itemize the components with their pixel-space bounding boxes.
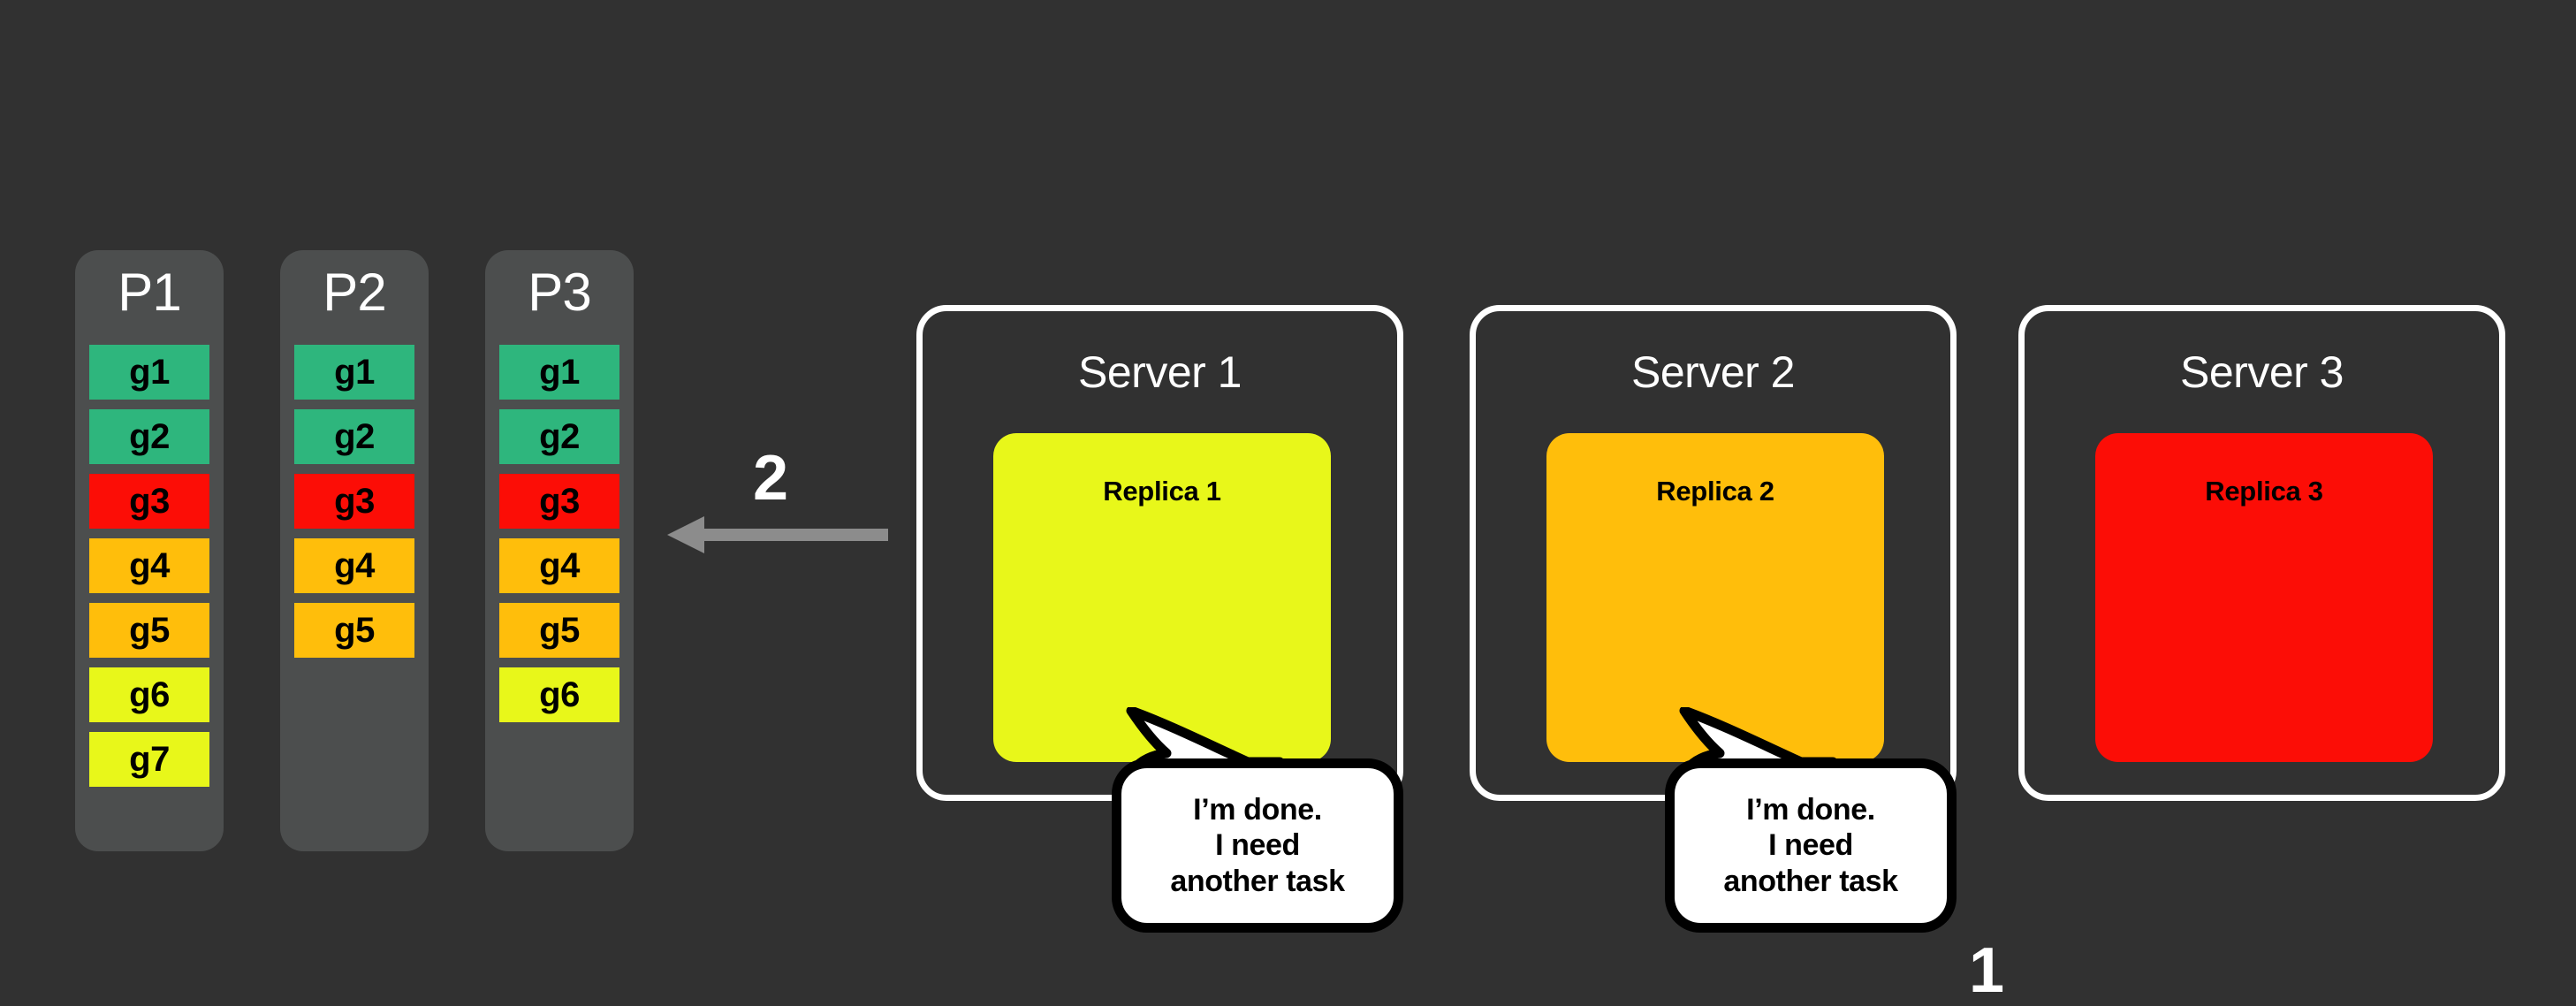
server-title-3: Server 3 <box>2180 347 2344 397</box>
group-block-label: g2 <box>334 416 375 456</box>
group-block-label: g4 <box>129 545 170 585</box>
group-block[interactable]: g3 <box>294 474 414 529</box>
partition-blocks-p2: g1 g2 g3 g4 g5 <box>294 345 414 667</box>
partition-title-p1: P1 <box>118 263 181 322</box>
replica-label-1: Replica 1 <box>1103 476 1221 507</box>
group-block-label: g4 <box>334 545 375 585</box>
speech-bubble-2[interactable]: I’m done. I need another task <box>1665 707 1957 933</box>
left-arrow-icon <box>667 516 888 553</box>
group-block[interactable]: g3 <box>89 474 209 529</box>
group-block-label: g2 <box>129 416 170 456</box>
speech-bubble-1[interactable]: I’m done. I need another task <box>1112 707 1403 933</box>
group-block[interactable]: g3 <box>499 474 619 529</box>
replica-label-3: Replica 3 <box>2205 476 2323 507</box>
step-number-2: 2 <box>753 443 789 514</box>
replica-label-2: Replica 2 <box>1656 476 1774 507</box>
group-block[interactable]: g1 <box>294 345 414 400</box>
partition-card-p2[interactable]: P2 g1 g2 g3 g4 g5 <box>280 250 429 851</box>
server-title-2: Server 2 <box>1631 347 1795 397</box>
group-block[interactable]: g2 <box>499 409 619 464</box>
group-block-label: g3 <box>334 481 375 521</box>
group-block[interactable]: g5 <box>499 603 619 658</box>
group-block[interactable]: g4 <box>499 538 619 593</box>
group-block-label: g2 <box>539 416 580 456</box>
group-block[interactable]: g1 <box>89 345 209 400</box>
group-block-label: g3 <box>129 481 170 521</box>
bubble-line: I need <box>1215 828 1300 863</box>
assignment-arrow <box>667 513 888 557</box>
replica-box-3[interactable]: Replica 3 <box>2095 433 2433 762</box>
bubble-line: another task <box>1170 864 1345 898</box>
group-block-label: g6 <box>539 674 580 714</box>
partition-blocks-p1: g1 g2 g3 g4 g5 g6 g7 <box>89 345 209 796</box>
group-block[interactable]: g5 <box>89 603 209 658</box>
speech-bubble-body-2: I’m done. I need another task <box>1665 758 1957 933</box>
group-block-label: g3 <box>539 481 580 521</box>
bubble-line: I’m done. <box>1746 793 1875 827</box>
group-block-label: g1 <box>539 352 580 392</box>
group-block[interactable]: g1 <box>499 345 619 400</box>
bubble-line: another task <box>1723 864 1898 898</box>
group-block-label: g1 <box>334 352 375 392</box>
group-block-label: g4 <box>539 545 580 585</box>
group-block-label: g7 <box>129 739 170 779</box>
group-block[interactable]: g4 <box>89 538 209 593</box>
group-block-label: g6 <box>129 674 170 714</box>
group-block[interactable]: g2 <box>89 409 209 464</box>
group-block[interactable]: g5 <box>294 603 414 658</box>
partition-title-p2: P2 <box>323 263 386 322</box>
step-number-1: 1 <box>1969 935 2005 1006</box>
group-block-label: g5 <box>539 610 580 650</box>
speech-bubble-body-1: I’m done. I need another task <box>1112 758 1403 933</box>
partition-blocks-p3: g1 g2 g3 g4 g5 g6 <box>499 345 619 732</box>
partition-card-p3[interactable]: P3 g1 g2 g3 g4 g5 g6 <box>485 250 634 851</box>
group-block[interactable]: g6 <box>89 667 209 722</box>
group-block[interactable]: g4 <box>294 538 414 593</box>
server-box-3[interactable]: Server 3 <box>2018 305 2505 801</box>
bubble-line: I’m done. <box>1193 793 1322 827</box>
group-block[interactable]: g7 <box>89 732 209 787</box>
group-block-label: g1 <box>129 352 170 392</box>
group-block-label: g5 <box>129 610 170 650</box>
bubble-line: I need <box>1768 828 1853 863</box>
group-block[interactable]: g2 <box>294 409 414 464</box>
group-block-label: g5 <box>334 610 375 650</box>
group-block[interactable]: g6 <box>499 667 619 722</box>
partition-card-p1[interactable]: P1 g1 g2 g3 g4 g5 g6 g7 <box>75 250 224 851</box>
partition-title-p3: P3 <box>528 263 591 322</box>
server-title-1: Server 1 <box>1078 347 1242 397</box>
